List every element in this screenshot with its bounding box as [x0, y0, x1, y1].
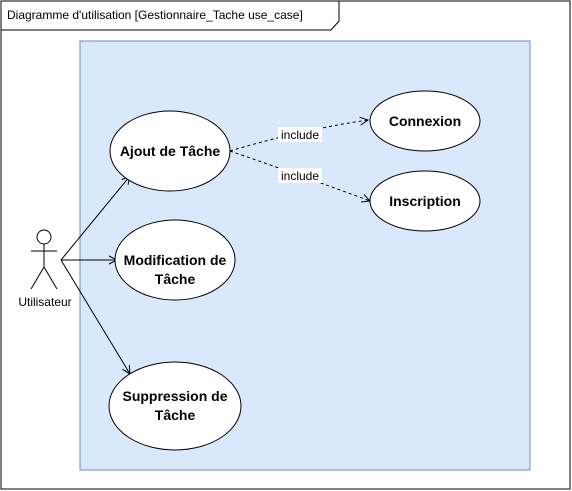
- usecase-suppression-label-line2: Tâche: [155, 407, 196, 423]
- stick-figure-icon: [30, 229, 58, 290]
- association-suppression: [60, 259, 130, 374]
- include-connexion-label: include: [281, 128, 319, 142]
- frame-title-tab: [0, 0, 340, 31]
- include-inscription-label-bg: [278, 168, 322, 183]
- usecase-suppression-label-line1: Suppression de: [122, 388, 227, 404]
- usecase-modification-label-line1: Modification de: [124, 252, 227, 268]
- usecase-inscription-label: Inscription: [389, 193, 461, 209]
- actor-label: Utilisateur: [18, 295, 71, 309]
- usecase-suppression-de-tache: Suppression de Tâche: [108, 361, 242, 451]
- include-inscription-label: include: [281, 169, 319, 183]
- frame-title: Diagramme d'utilisation [Gestionnaire_Ta…: [7, 8, 303, 22]
- usecase-ajout-de-tache: Ajout de Tâche: [109, 110, 231, 192]
- usecase-modification-de-tache: Modification de Tâche: [114, 219, 236, 301]
- usecase-inscription: Inscription: [369, 170, 481, 232]
- actor-utilisateur: Utilisateur: [18, 229, 72, 309]
- include-connexion-label-bg: [278, 127, 322, 142]
- usecase-modification-label-line2: Tâche: [155, 271, 196, 287]
- usecase-connexion-label: Connexion: [389, 113, 461, 129]
- usecase-connexion: Connexion: [369, 90, 481, 152]
- include-connexion-arrow: [229, 120, 368, 152]
- usecase-ajout-label: Ajout de Tâche: [120, 143, 221, 159]
- association-ajout: [60, 176, 130, 261]
